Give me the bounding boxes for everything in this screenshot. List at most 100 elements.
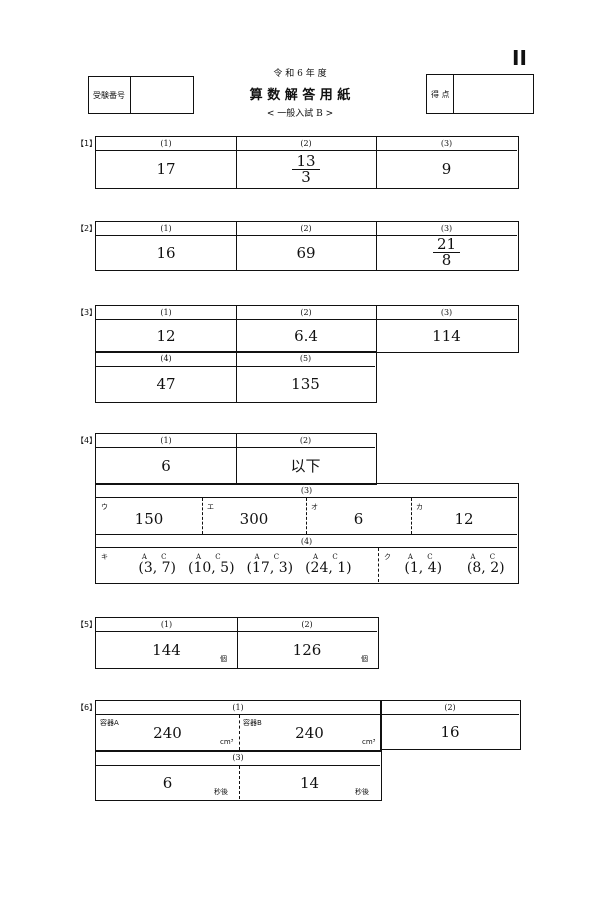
q2-label: 【2】: [76, 224, 98, 233]
q6-table-2: (2) 16: [380, 700, 521, 750]
q6-answer-3a: 6: [162, 773, 173, 792]
q1-h2: (2): [236, 137, 376, 151]
q3-h3: (3): [376, 306, 517, 320]
numerator: 13: [292, 153, 320, 170]
q4-h3: (3): [96, 484, 517, 498]
ac-label: A C: [313, 553, 344, 561]
q4-answer-2: 以下: [290, 457, 321, 475]
q4-table-top: (1) (2) 6 以下: [95, 433, 377, 485]
exam-number-label: 受験番号: [93, 91, 125, 100]
q5-label: 【5】: [76, 620, 98, 629]
q1-label: 【1】: [76, 139, 98, 148]
pair: (1, 4): [404, 560, 443, 576]
denominator: 3: [301, 167, 311, 186]
q6-answer-a: 240: [153, 723, 182, 742]
q3-h2: (2): [236, 306, 376, 320]
numerator: 21: [432, 237, 461, 253]
page-title: 算 数 解 答 用 紙: [249, 88, 351, 103]
q5-h2: (2): [237, 618, 377, 632]
q1-answer-1: 17: [156, 160, 176, 178]
q6-table-3: (3) 6 秒後 14 秒後: [95, 750, 382, 801]
q3-table-top: (1) (2) (3) 12 6.4 114: [95, 305, 519, 353]
answer: 150: [134, 510, 164, 528]
container-b-label: 容器B: [243, 719, 262, 727]
kana-label: ク: [384, 553, 391, 561]
year: 令 和 6 年 度: [273, 69, 327, 79]
denominator: 8: [441, 251, 452, 269]
pair: (24, 1): [305, 560, 352, 576]
ac-label: A C: [470, 553, 502, 561]
kana-label: エ: [207, 503, 214, 511]
subtitle: < 一般入試 B >: [266, 109, 334, 119]
unit: cm³: [220, 738, 234, 746]
q2-h1: (1): [96, 222, 236, 236]
q1-h3: (3): [376, 137, 517, 151]
q1-h1: (1): [96, 137, 236, 151]
unit: 秒後: [214, 788, 228, 796]
kana-label: カ: [416, 503, 423, 511]
kana-label: オ: [311, 503, 318, 511]
q3-answer-1: 12: [156, 326, 176, 345]
q3-answer-2: 6.4: [294, 326, 318, 345]
q6-answer-b: 240: [295, 723, 324, 742]
q4-cell-ki: キ A C(3, 7) A C(10, 5) A C(17, 3) A C(24…: [96, 548, 378, 582]
exam-number-box: 受験番号: [88, 76, 194, 114]
q2-h2: (2): [236, 222, 376, 236]
ac-label: A C: [407, 553, 439, 561]
q5-h1: (1): [96, 618, 237, 632]
unit: 個: [220, 655, 227, 663]
q4-cell-ka: カ 12: [411, 498, 517, 534]
q4-cell-ku: ク A C(1, 4) A C(8, 2): [378, 548, 517, 582]
q4-h1: (1): [96, 434, 236, 448]
q2-answer-1: 16: [156, 243, 176, 262]
kana-label: ウ: [101, 503, 108, 511]
q4-cell-e: エ 300: [202, 498, 306, 534]
q3-h4: (4): [96, 352, 236, 367]
pair: (8, 2): [466, 560, 505, 576]
q5-answer-2: 126: [292, 640, 322, 659]
q2-h3: (3): [376, 222, 517, 236]
ac-label: A C: [141, 553, 173, 561]
q4-cell-u: ウ 150: [96, 498, 202, 534]
q1-answer-3: 9: [441, 160, 452, 178]
score-label: 得 点: [431, 90, 450, 99]
q4-label: 【4】: [76, 436, 98, 445]
answer: 300: [239, 510, 269, 528]
unit: 個: [361, 655, 368, 663]
unit: cm³: [362, 738, 376, 746]
q3-answer-4: 47: [156, 375, 176, 393]
q6-h2: (2): [381, 701, 519, 715]
exam-number-field[interactable]: [131, 77, 193, 113]
q3-h5: (5): [236, 352, 375, 367]
pair: (17, 3): [246, 560, 294, 576]
answer: 12: [454, 510, 474, 528]
q3-h1: (1): [96, 306, 236, 320]
q6-answer-3b: 14: [299, 773, 320, 792]
q4-answer-1: 6: [161, 456, 171, 475]
q3-table-bottom: (4) (5) 47 135: [95, 351, 377, 403]
q6-h3: (3): [96, 751, 380, 766]
q3-label: 【3】: [76, 308, 98, 317]
q3-answer-3: 114: [432, 326, 461, 345]
q6-table-1: (1) 容器A 240 cm³ 容器B 240 cm³: [95, 700, 382, 752]
pair: (10, 5): [188, 560, 235, 576]
pair: (3, 7): [138, 560, 176, 576]
q4-h4: (4): [96, 534, 517, 548]
q3-answer-5: 135: [291, 375, 320, 393]
ac-label: A C: [254, 553, 286, 561]
kana-label: キ: [101, 553, 108, 561]
q6-h1: (1): [96, 701, 380, 715]
answer: 6: [353, 510, 364, 528]
q5-answer-1: 144: [152, 640, 181, 659]
ac-label: A C: [195, 553, 227, 561]
q6-answer-2: 16: [440, 722, 460, 741]
page-mark: II: [512, 46, 527, 70]
q4-h2: (2): [236, 434, 375, 448]
